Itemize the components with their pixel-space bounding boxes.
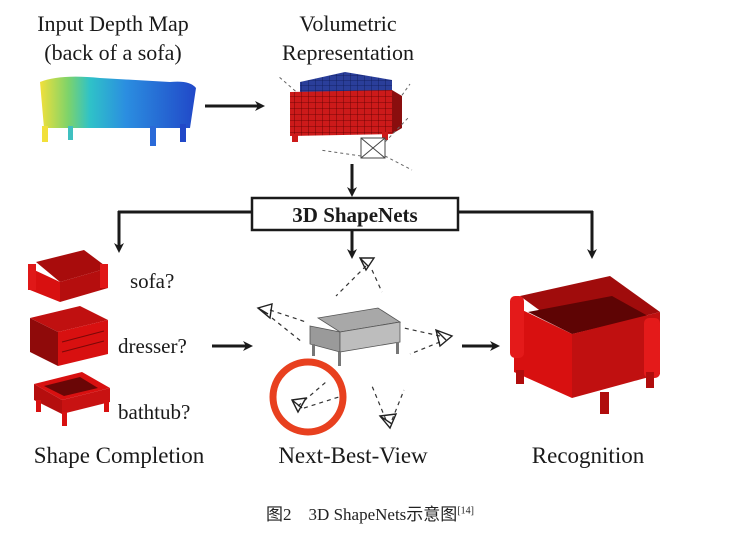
recognition-label: Recognition xyxy=(532,443,645,468)
dresser-question-label: dresser? xyxy=(118,334,187,358)
caption-text: 图2 3D ShapeNets示意图 xyxy=(266,505,458,524)
figure-caption: 图2 3D ShapeNets示意图[14] xyxy=(0,500,740,525)
next-best-view-image xyxy=(256,257,454,436)
volumetric-voxel-image xyxy=(277,72,413,171)
camera-icon xyxy=(358,257,376,272)
shape-completion-label: Shape Completion xyxy=(34,443,205,468)
sofa-candidate-image xyxy=(28,250,108,302)
camera-icon xyxy=(256,303,273,320)
next-best-view-label: Next-Best-View xyxy=(278,443,428,468)
input-depth-map-subtitle: (back of a sofa) xyxy=(44,40,181,65)
depth-map-image xyxy=(40,76,196,146)
camera-icon xyxy=(378,413,398,430)
sofa-question-label: sofa? xyxy=(130,269,174,293)
bathtub-question-label: bathtub? xyxy=(118,400,190,424)
input-depth-map-title: Input Depth Map xyxy=(37,11,189,36)
shapenets-label: 3D ShapeNets xyxy=(292,203,417,227)
next-best-view-highlight-circle xyxy=(269,358,347,436)
camera-icon xyxy=(290,397,308,414)
dresser-candidate-image xyxy=(30,306,108,366)
shapenets-box xyxy=(250,196,460,232)
volumetric-title: Volumetric xyxy=(299,11,397,36)
bathtub-candidate-image xyxy=(34,372,110,426)
caption-reference: [14] xyxy=(457,505,474,517)
volumetric-subtitle: Representation xyxy=(282,40,414,65)
camera-icon xyxy=(434,328,454,348)
recognized-sofa-image xyxy=(510,276,660,414)
